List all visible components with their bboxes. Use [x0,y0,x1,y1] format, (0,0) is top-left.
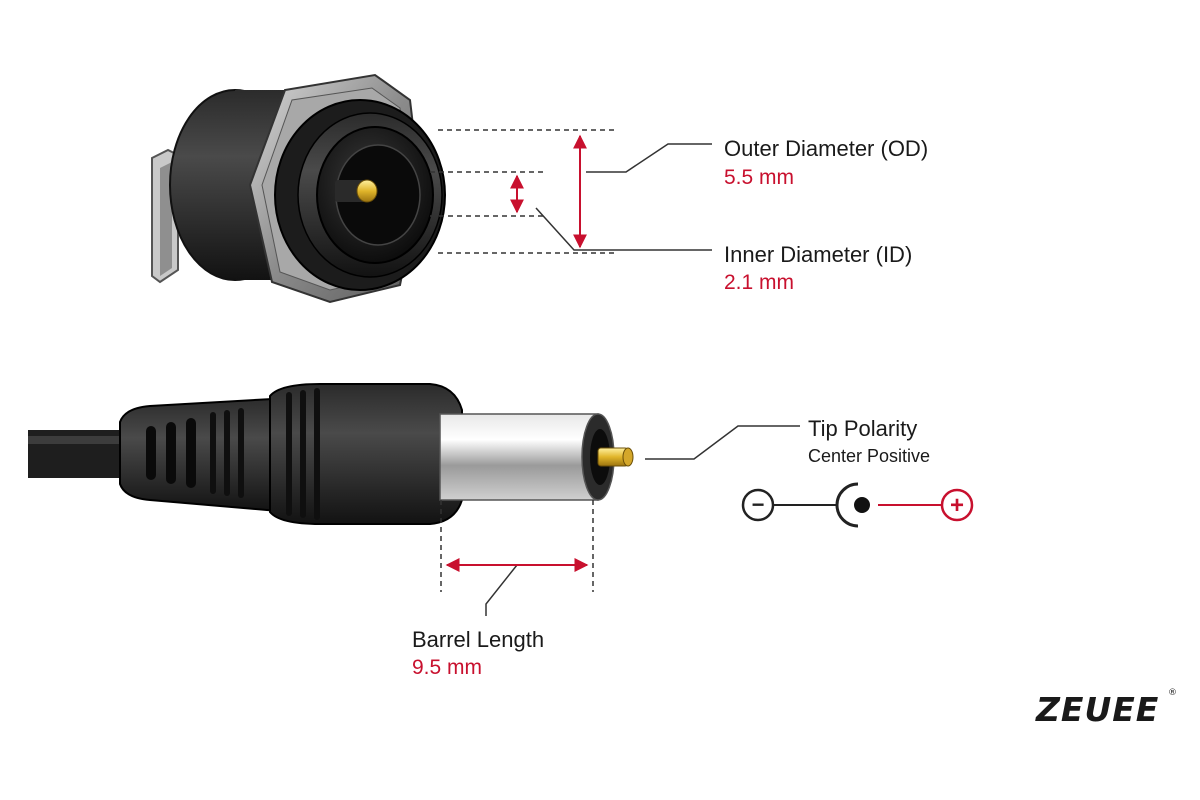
negative-icon [741,488,775,522]
jack-dimension-lines [430,129,712,254]
barrel-length-title: Barrel Length [412,627,545,652]
barrel-length-dimension [440,500,594,616]
dc-barrel-plug-illustration [28,383,634,525]
outer-diameter-title: Outer Diameter (OD) [724,136,929,161]
barrel-length-value: 9.5 mm [412,656,483,679]
positive-icon [940,488,974,522]
registered-mark: ® [1168,688,1177,698]
tip-polarity-subtitle: Center Positive [808,446,931,466]
inner-diameter-title: Inner Diameter (ID) [724,242,913,267]
positive-sign: + [950,492,964,519]
polarity-symbol-icon: − + [741,482,974,528]
outer-diameter-value: 5.5 mm [724,166,795,189]
brand-logo: ZEUEE [1036,690,1160,729]
negative-sign: − [752,492,765,517]
tip-polarity-leader [645,425,800,460]
tip-polarity-title: Tip Polarity [808,416,918,441]
dc-jack-socket-illustration [151,73,446,304]
inner-diameter-value: 2.1 mm [724,271,795,294]
